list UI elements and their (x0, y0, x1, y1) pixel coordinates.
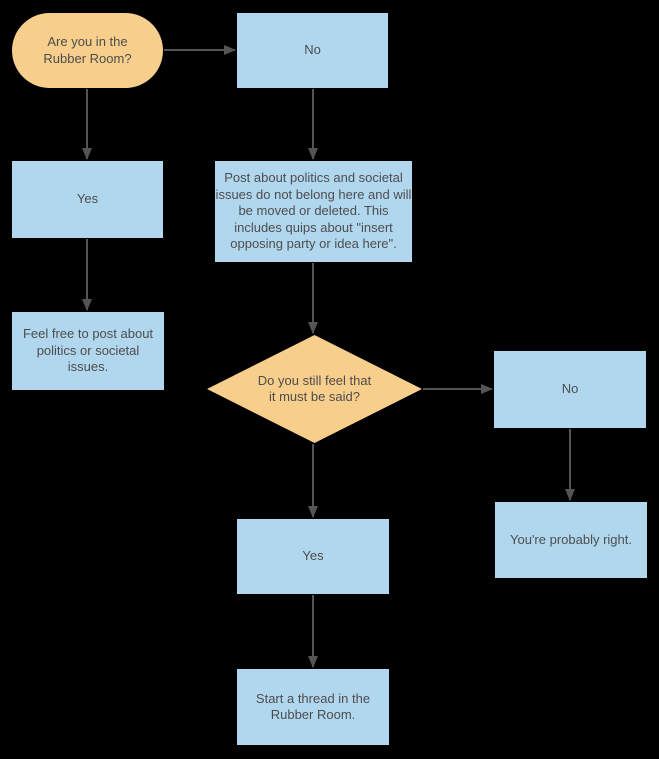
node-start-thread-label: Start a thread in the Rubber Room. (255, 690, 371, 723)
node-no-top: No (237, 13, 388, 88)
node-yes-bottom-label: Yes (302, 548, 324, 564)
node-feel-free-label: Feel free to post about politics or soci… (22, 326, 154, 375)
node-decision-diamond: Do you still feel that it must be said? (207, 335, 422, 443)
node-start-label: Are you in the Rubber Room? (43, 34, 132, 66)
node-no-right-label: No (561, 381, 579, 397)
node-yes-left: Yes (12, 161, 163, 238)
node-feel-free: Feel free to post about politics or soci… (12, 312, 164, 390)
node-no-top-label: No (304, 42, 321, 58)
node-start-terminator: Are you in the Rubber Room? (12, 13, 163, 88)
node-probably-right-label: You're probably right. (510, 531, 632, 547)
node-no-right: No (494, 351, 646, 428)
node-decision-label: Do you still feel that it must be said? (257, 372, 372, 405)
node-yes-left-label: Yes (76, 191, 99, 207)
node-start-thread: Start a thread in the Rubber Room. (237, 669, 389, 745)
node-policy-label: Post about politics and societal issues … (215, 170, 412, 252)
node-yes-bottom: Yes (237, 519, 389, 594)
node-policy: Post about politics and societal issues … (215, 161, 412, 262)
node-probably-right: You're probably right. (495, 502, 647, 578)
